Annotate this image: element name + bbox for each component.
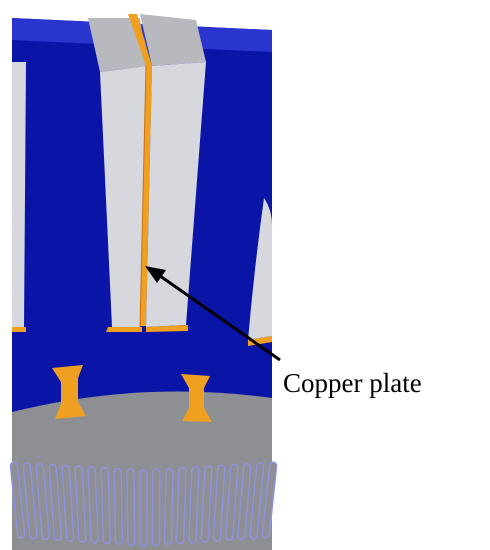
tooth-center-left-face bbox=[100, 66, 146, 327]
rotor-slot bbox=[35, 463, 50, 541]
tooth-right bbox=[248, 198, 272, 340]
rotor-slot bbox=[151, 468, 161, 546]
tooth-center-right-top bbox=[140, 14, 206, 66]
rotor-slot bbox=[212, 464, 226, 542]
tooth-center-left-top bbox=[88, 18, 146, 72]
rotor-slot bbox=[188, 466, 200, 544]
rotor-slot bbox=[22, 462, 38, 540]
rotor-slot bbox=[237, 463, 252, 541]
copper-plate-label: Copper plate bbox=[283, 368, 422, 398]
rotor-slot bbox=[9, 461, 26, 539]
rotor-slots bbox=[9, 461, 278, 547]
rotor-slot bbox=[163, 467, 174, 546]
annotation-arrow-line bbox=[152, 269, 281, 362]
tooth-base-copper-far-left bbox=[12, 327, 26, 332]
rotor-slot bbox=[249, 462, 265, 540]
tooth-center-right-face bbox=[146, 62, 206, 327]
rotor-slot bbox=[200, 465, 213, 543]
tooth-base-copper-right bbox=[146, 325, 188, 332]
rotor-slot bbox=[224, 463, 239, 542]
rotor-bar-left bbox=[52, 365, 86, 419]
tooth-left bbox=[12, 62, 26, 328]
rotor-slot bbox=[61, 464, 75, 542]
rotor-slot bbox=[139, 469, 148, 547]
annotation-arrow-head bbox=[145, 266, 166, 283]
rotor-slot bbox=[126, 468, 136, 546]
copper-plate bbox=[128, 14, 152, 326]
tooth-base-copper-left bbox=[106, 327, 142, 332]
rotor-slot bbox=[74, 465, 87, 543]
copper-plate-edge bbox=[139, 65, 147, 328]
rotor-slot bbox=[87, 466, 99, 544]
rotor-slot bbox=[113, 467, 124, 546]
rotor-slot bbox=[261, 461, 278, 539]
rotor-slot bbox=[176, 466, 187, 545]
rotor-slot bbox=[100, 466, 111, 545]
rotor-slot bbox=[48, 463, 63, 542]
rotor-bar-right bbox=[181, 374, 212, 422]
